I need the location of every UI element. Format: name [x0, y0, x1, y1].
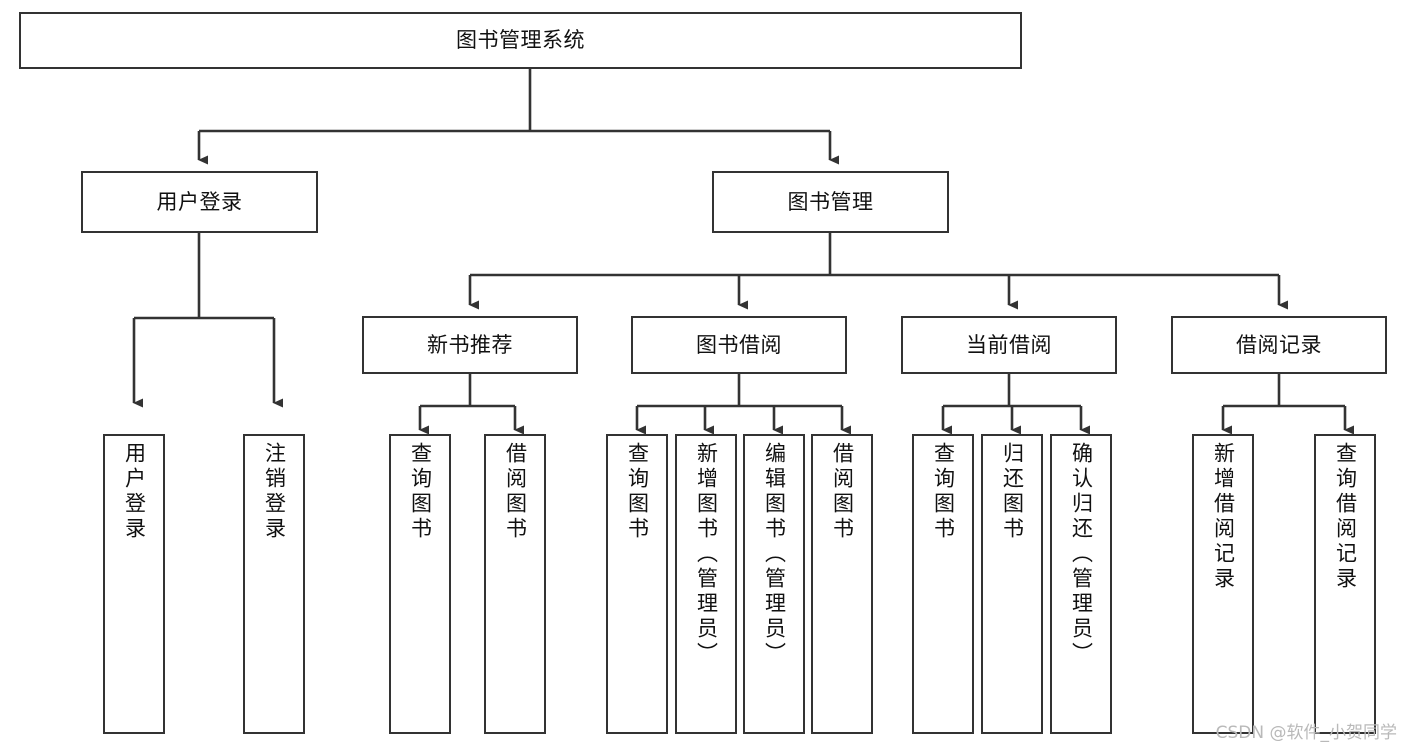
node-new-book-recommend-label: 新书推荐	[427, 332, 513, 357]
node-leaf-query-book-3-label: 查询图书	[931, 442, 956, 542]
node-leaf-add-borrow-record-label: 新增借阅记录	[1211, 442, 1236, 592]
node-leaf-logout-login[interactable]: 注销登录	[243, 434, 305, 734]
node-book-borrow[interactable]: 图书借阅	[631, 316, 847, 374]
node-book-manage-label: 图书管理	[787, 189, 874, 214]
node-current-borrow[interactable]: 当前借阅	[901, 316, 1117, 374]
node-leaf-query-book-2-label: 查询图书	[625, 442, 650, 542]
node-user-login-label: 用户登录	[156, 189, 243, 214]
node-leaf-query-borrow-record-label: 查询借阅记录	[1333, 442, 1358, 592]
node-leaf-confirm-return-label: 确认归还（管理员）	[1069, 442, 1094, 667]
csdn-watermark: CSDN @软件_小贺同学	[1215, 723, 1397, 743]
node-leaf-edit-book-label: 编辑图书（管理员）	[762, 442, 787, 667]
node-leaf-borrow-book-1-label: 借阅图书	[503, 442, 528, 542]
node-book-manage[interactable]: 图书管理	[712, 171, 949, 233]
node-leaf-query-book-1[interactable]: 查询图书	[389, 434, 451, 734]
node-leaf-query-book-3[interactable]: 查询图书	[912, 434, 974, 734]
node-leaf-add-book-label: 新增图书（管理员）	[694, 442, 719, 667]
node-leaf-user-login[interactable]: 用户登录	[103, 434, 165, 734]
node-leaf-query-book-2[interactable]: 查询图书	[606, 434, 668, 734]
node-leaf-return-book-label: 归还图书	[1000, 442, 1025, 542]
node-leaf-borrow-book-2-label: 借阅图书	[830, 442, 855, 542]
node-borrow-record[interactable]: 借阅记录	[1171, 316, 1387, 374]
node-leaf-add-book[interactable]: 新增图书（管理员）	[675, 434, 737, 734]
node-user-login[interactable]: 用户登录	[81, 171, 318, 233]
node-leaf-query-book-1-label: 查询图书	[408, 442, 433, 542]
node-leaf-user-login-label: 用户登录	[122, 442, 147, 542]
node-borrow-record-label: 借阅记录	[1236, 332, 1322, 357]
node-leaf-borrow-book-2[interactable]: 借阅图书	[811, 434, 873, 734]
node-current-borrow-label: 当前借阅	[966, 332, 1052, 357]
node-leaf-query-borrow-record[interactable]: 查询借阅记录	[1314, 434, 1376, 734]
node-root-system[interactable]: 图书管理系统	[19, 12, 1022, 69]
node-root-system-label: 图书管理系统	[456, 28, 585, 53]
node-new-book-recommend[interactable]: 新书推荐	[362, 316, 578, 374]
node-book-borrow-label: 图书借阅	[696, 332, 782, 357]
node-leaf-borrow-book-1[interactable]: 借阅图书	[484, 434, 546, 734]
node-leaf-logout-login-label: 注销登录	[262, 442, 287, 542]
node-leaf-return-book[interactable]: 归还图书	[981, 434, 1043, 734]
node-leaf-add-borrow-record[interactable]: 新增借阅记录	[1192, 434, 1254, 734]
node-leaf-confirm-return[interactable]: 确认归还（管理员）	[1050, 434, 1112, 734]
node-leaf-edit-book[interactable]: 编辑图书（管理员）	[743, 434, 805, 734]
